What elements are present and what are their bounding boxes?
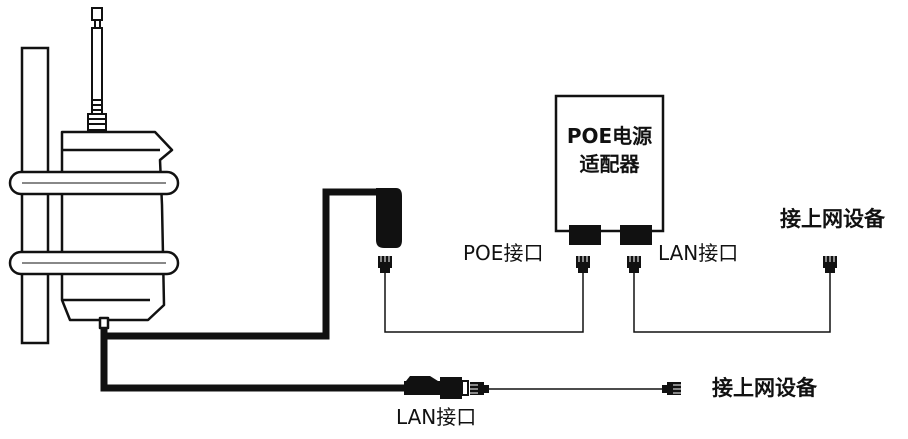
poe-cable-connector xyxy=(376,188,402,248)
antenna xyxy=(87,7,107,131)
lan-port-label: LAN接口 xyxy=(658,241,739,265)
rj45-plug-icon xyxy=(470,382,489,395)
adapter-poe-socket xyxy=(569,225,601,245)
lan-port-label-bottom: LAN接口 xyxy=(396,405,477,429)
lan-cable-connector xyxy=(404,376,469,399)
lan-patch-cable xyxy=(633,273,831,333)
poe-adapter-box xyxy=(554,94,665,233)
device-cable xyxy=(100,188,404,392)
adapter-lan-socket xyxy=(620,225,652,245)
rj45-plug-icon xyxy=(576,256,590,273)
outdoor-device xyxy=(60,130,174,330)
connect-device-label-top: 接上网设备 xyxy=(780,207,885,231)
rj45-plug-icon xyxy=(823,256,837,273)
poe-patch-cable xyxy=(384,273,584,333)
mounting-pole xyxy=(20,46,50,345)
adapter-title-line2: 适配器 xyxy=(579,152,640,176)
adapter-title: POE电源 适配器 xyxy=(556,122,663,178)
adapter-title-line1: POE电源 xyxy=(566,124,653,148)
rj45-plug-icon xyxy=(627,256,641,273)
mounting-clamps xyxy=(8,170,180,276)
rj45-plug-icon xyxy=(662,382,681,395)
rj45-plug-icon xyxy=(378,256,392,273)
connect-device-label-bottom: 接上网设备 xyxy=(712,376,817,400)
poe-port-label: POE接口 xyxy=(463,241,544,265)
